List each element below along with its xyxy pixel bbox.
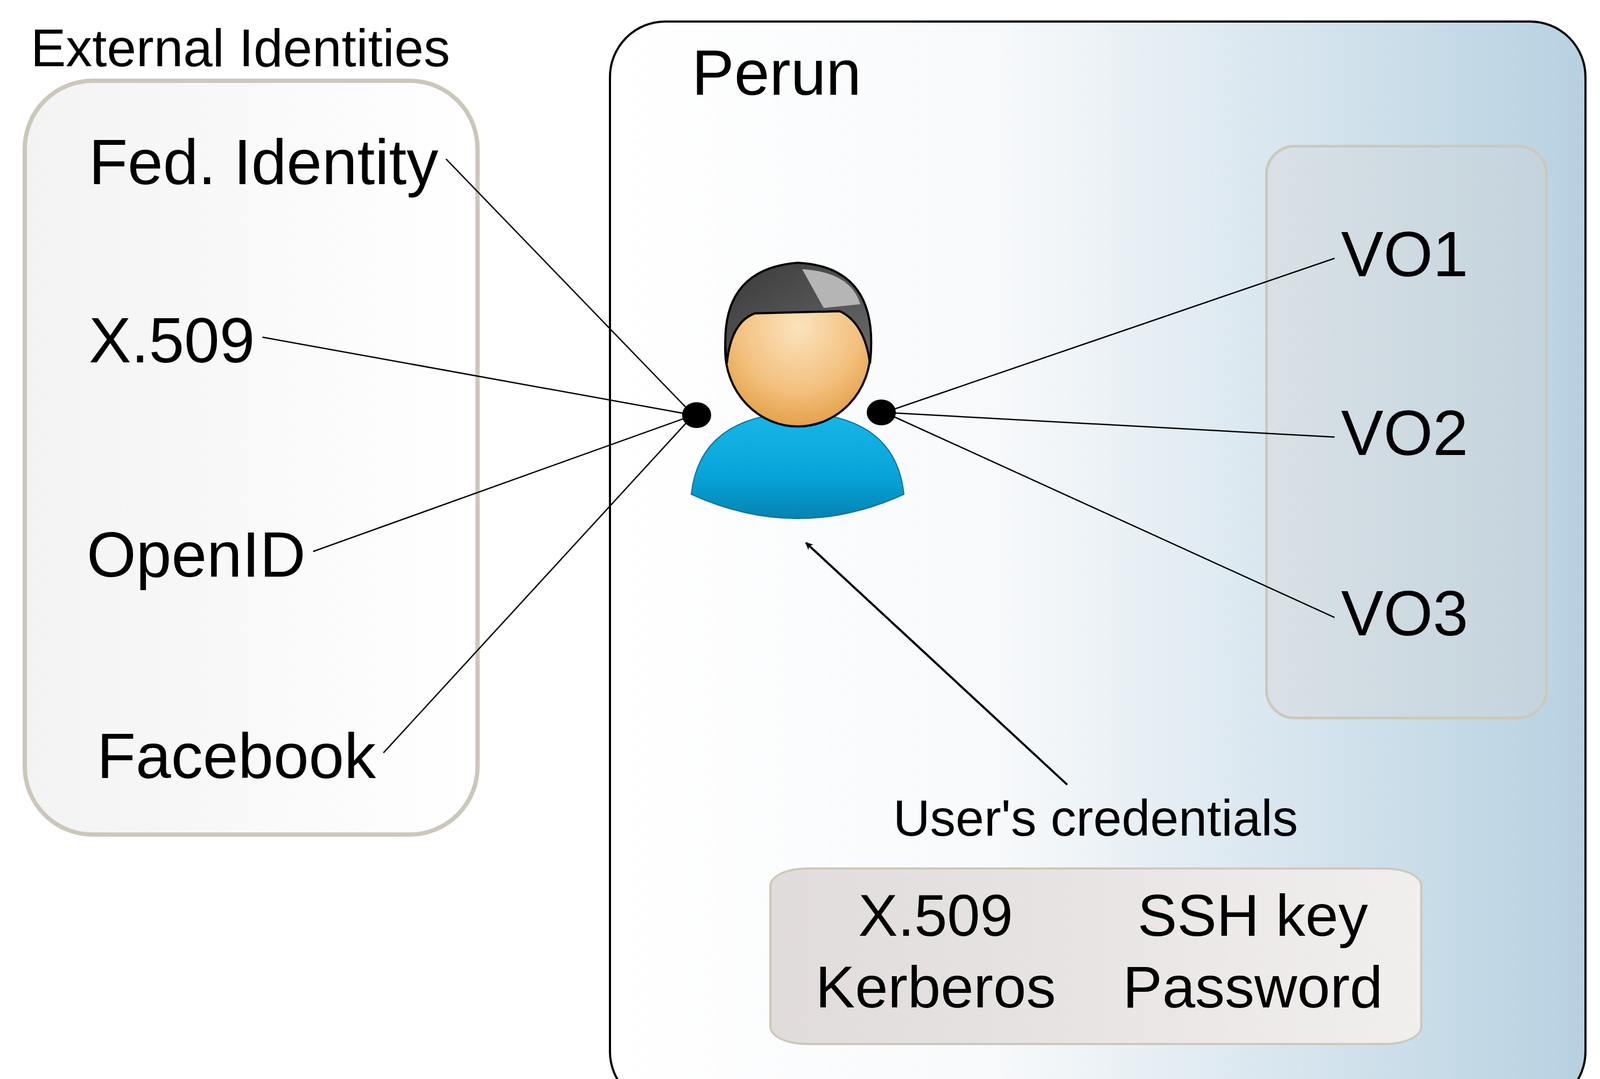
leader-line [884,258,1335,413]
vo-group-box: VO1VO2VO3 [1265,144,1548,720]
identity-item: Fed. Identity [88,125,439,200]
hair-highlight [802,269,861,308]
identity-item: X.509 [88,304,255,378]
perun-system-box: PerunVO1VO2VO3User's credentialsX.509Ker… [608,20,1587,1079]
leader-lines [262,158,1335,785]
box-heading: Perun [691,36,862,110]
credential-name: Kerberos [815,952,1056,1022]
leader-line [884,412,1335,438]
leader-line [262,337,694,416]
credentials-box: User's credentialsX.509KerberosSSH keyPa… [769,867,1423,1045]
vo-item: VO3 [1341,577,1469,651]
item-label: VO1 [1341,218,1469,292]
credential-name: SSH key [1137,881,1368,950]
box-heading: External Identities [30,17,451,79]
user-hair [725,262,872,364]
credentials-arrow [805,542,1068,785]
connector-dot [866,399,896,426]
leader-line [313,415,694,552]
vo-item: VO1 [1341,218,1469,292]
credential-name: Password [1123,952,1384,1022]
leader-line [884,412,1335,618]
item-label: Facebook [96,719,376,794]
item-label: VO2 [1341,396,1469,470]
identity-item: OpenID [86,518,306,592]
vo-item: VO2 [1341,396,1469,470]
item-label: VO3 [1341,577,1469,651]
leader-line [383,415,694,753]
credential-name: X.509 [858,881,1013,950]
item-label: Fed. Identity [88,125,439,200]
connector-dot [682,402,712,428]
box-heading: User's credentials [893,788,1298,848]
item-label: X.509 [88,304,255,378]
identity-item: Facebook [96,719,376,794]
user-body [691,412,904,519]
item-label: OpenID [86,518,306,592]
